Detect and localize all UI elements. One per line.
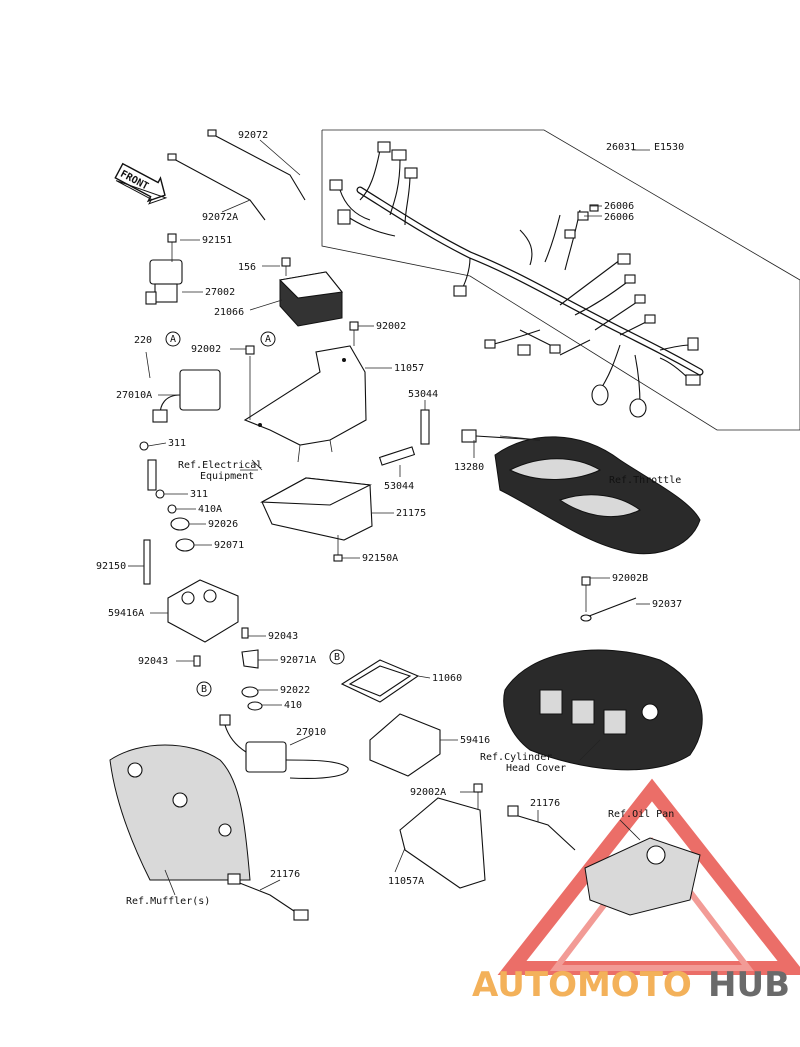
label-92026: 92026 bbox=[208, 519, 238, 530]
circle-marker-group: A A B B bbox=[165, 331, 345, 697]
sensor-21176-lower bbox=[227, 873, 309, 921]
label-26006-a: 26006 bbox=[604, 201, 634, 212]
label-53044-b: 53044 bbox=[384, 481, 414, 492]
part-labels: 26031 E1530 26006 26006 92072 92072A 921… bbox=[96, 130, 684, 907]
cylinder-head-cover-ref bbox=[503, 576, 703, 771]
pins-53044 bbox=[378, 409, 430, 466]
relay-27010A bbox=[145, 351, 221, 423]
label-92043-b: 92043 bbox=[138, 656, 168, 667]
label-11057A: 11057A bbox=[388, 876, 424, 887]
throttle-body-ref bbox=[461, 429, 701, 555]
label-92072A: 92072A bbox=[202, 212, 238, 223]
label-311-a: 311 bbox=[168, 438, 186, 449]
label-92071: 92071 bbox=[214, 540, 244, 551]
label-92022: 92022 bbox=[280, 685, 310, 696]
oil-pan-ref bbox=[507, 805, 701, 916]
label-92072: 92072 bbox=[238, 130, 268, 141]
label-59416A: 59416A bbox=[108, 608, 144, 619]
label-21176-a: 21176 bbox=[530, 798, 560, 809]
bracket-11057 bbox=[243, 321, 367, 463]
label-92071A: 92071A bbox=[280, 655, 316, 666]
ref-cylinder-line1: Ref.Cylinder bbox=[480, 752, 552, 763]
label-27010: 27010 bbox=[296, 727, 326, 738]
cable-tie-group bbox=[167, 129, 306, 221]
label-92002-left: 92002 bbox=[191, 344, 221, 355]
label-diagram-code: E1530 bbox=[654, 142, 684, 153]
ref-electrical-line1: Ref.Electrical bbox=[178, 460, 262, 471]
watermark-text: AUTOMOTO HUB bbox=[472, 965, 790, 1005]
ref-throttle: Ref.Throttle bbox=[609, 475, 681, 486]
label-410A: 410A bbox=[198, 504, 222, 515]
label-26031: 26031 bbox=[606, 142, 636, 153]
label-59416: 59416 bbox=[460, 735, 490, 746]
label-27010A: 27010A bbox=[116, 390, 152, 401]
marker-b-2: B bbox=[334, 652, 340, 663]
label-21066: 21066 bbox=[214, 307, 244, 318]
label-26006-b: 26006 bbox=[604, 212, 634, 223]
label-53044-a: 53044 bbox=[408, 389, 438, 400]
label-92150: 92150 bbox=[96, 561, 126, 572]
ecu-21175 bbox=[260, 477, 373, 562]
marker-b-1: B bbox=[201, 684, 207, 695]
watermark-part2: HUB bbox=[708, 965, 790, 1005]
leader-lines bbox=[128, 139, 650, 896]
muffler-ref bbox=[109, 744, 251, 881]
marker-a-2: A bbox=[265, 334, 271, 345]
label-92002-top: 92002 bbox=[376, 321, 406, 332]
marker-a-1: A bbox=[170, 334, 176, 345]
wiring-harness-group bbox=[321, 129, 800, 431]
ref-cylinder-line2: Head Cover bbox=[506, 763, 566, 774]
regulator-21066 bbox=[278, 257, 344, 327]
label-21176-b: 21176 bbox=[270, 869, 300, 880]
ref-electrical-line2: Equipment bbox=[200, 471, 254, 482]
label-156: 156 bbox=[238, 262, 256, 273]
label-92002B: 92002B bbox=[612, 573, 648, 584]
label-11057: 11057 bbox=[394, 363, 424, 374]
label-311-b: 311 bbox=[190, 489, 208, 500]
label-92151: 92151 bbox=[202, 235, 232, 246]
label-92002A: 92002A bbox=[410, 787, 446, 798]
label-220: 220 bbox=[134, 335, 152, 346]
label-410: 410 bbox=[284, 700, 302, 711]
label-92150A: 92150A bbox=[362, 553, 398, 564]
front-arrow-icon: FRONT bbox=[114, 162, 168, 205]
relay-27002 bbox=[145, 233, 183, 305]
sensor-27010 bbox=[219, 714, 349, 779]
label-13280: 13280 bbox=[454, 462, 484, 473]
watermark-part1: AUTOMOTO bbox=[472, 965, 692, 1005]
label-27002: 27002 bbox=[205, 287, 235, 298]
label-21175: 21175 bbox=[396, 508, 426, 519]
gasket-and-bracket-group bbox=[340, 659, 486, 889]
label-92037: 92037 bbox=[652, 599, 682, 610]
label-11060: 11060 bbox=[432, 673, 462, 684]
block-59416A bbox=[167, 579, 263, 711]
bolt-and-washer-stack bbox=[139, 441, 195, 585]
label-92043-a: 92043 bbox=[268, 631, 298, 642]
ref-oil-pan: Ref.Oil Pan bbox=[608, 809, 674, 820]
ref-muffler: Ref.Muffler(s) bbox=[126, 896, 210, 907]
